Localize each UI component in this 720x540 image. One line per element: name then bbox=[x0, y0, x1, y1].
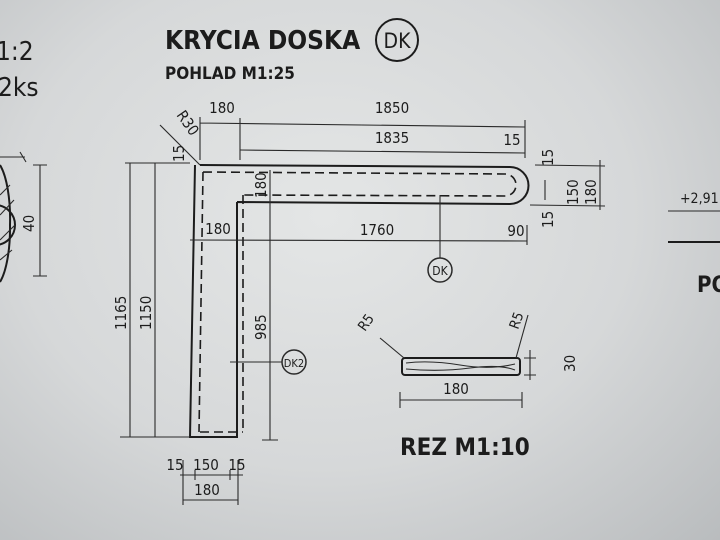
plan-outline bbox=[188, 164, 530, 438]
dk-callout: DK bbox=[427, 257, 453, 283]
dim-180-top: 180 bbox=[209, 99, 235, 117]
right-heading: PO bbox=[697, 273, 720, 298]
dim-15-top: 15 bbox=[503, 131, 520, 149]
dimension-lines bbox=[120, 117, 606, 505]
dim-985: 985 bbox=[252, 314, 270, 340]
dim-bottom-150: 150 bbox=[193, 456, 219, 474]
left-detail-circle bbox=[0, 151, 47, 283]
svg-text:DK: DK bbox=[432, 264, 448, 278]
dim-bottom-180: 180 bbox=[194, 481, 220, 499]
section-dim-30: 30 bbox=[561, 355, 579, 372]
left-scale-text: 1:2 bbox=[0, 37, 34, 67]
dim-180-right: 180 bbox=[582, 179, 600, 205]
dim-1165: 1165 bbox=[112, 296, 130, 330]
view-subtitle: POHLAD M1:25 bbox=[165, 64, 295, 84]
dim-1760: 1760 bbox=[360, 221, 394, 239]
left-dim-40: 40 bbox=[20, 215, 38, 232]
section-dim-180: 180 bbox=[443, 380, 469, 398]
dim-bottom-15b: 15 bbox=[228, 456, 245, 474]
dim-1835: 1835 bbox=[375, 129, 409, 147]
section-title: REZ M1:10 bbox=[400, 433, 530, 461]
dim-15-left: 15 bbox=[170, 145, 188, 162]
dim-r30: R30 bbox=[173, 107, 203, 139]
dim-180-mid: 180 bbox=[205, 220, 231, 238]
page-title: KRYCIA DOSKA bbox=[165, 26, 360, 56]
dim-bottom-15a: 15 bbox=[166, 456, 183, 474]
section-r5-right: R5 bbox=[507, 310, 528, 331]
section-r5-left: R5 bbox=[355, 311, 378, 334]
dim-180-arm: 180 bbox=[252, 172, 270, 198]
dim-1850: 1850 bbox=[375, 99, 409, 117]
svg-text:DK: DK bbox=[384, 29, 412, 53]
dim-15-right-top: 15 bbox=[539, 149, 557, 166]
dim-1150: 1150 bbox=[137, 296, 155, 330]
section-profile bbox=[379, 314, 536, 408]
left-count-text: 2ks bbox=[0, 73, 39, 103]
title-tag-badge: DK bbox=[375, 18, 419, 62]
level-mark: +2,91 bbox=[680, 191, 719, 207]
dim-90: 90 bbox=[507, 222, 524, 240]
dim-150-right: 150 bbox=[564, 179, 582, 205]
dk2-callout: DK2 bbox=[281, 349, 307, 375]
dim-15-right-bottom: 15 bbox=[539, 211, 557, 228]
svg-text:DK2: DK2 bbox=[284, 357, 304, 370]
